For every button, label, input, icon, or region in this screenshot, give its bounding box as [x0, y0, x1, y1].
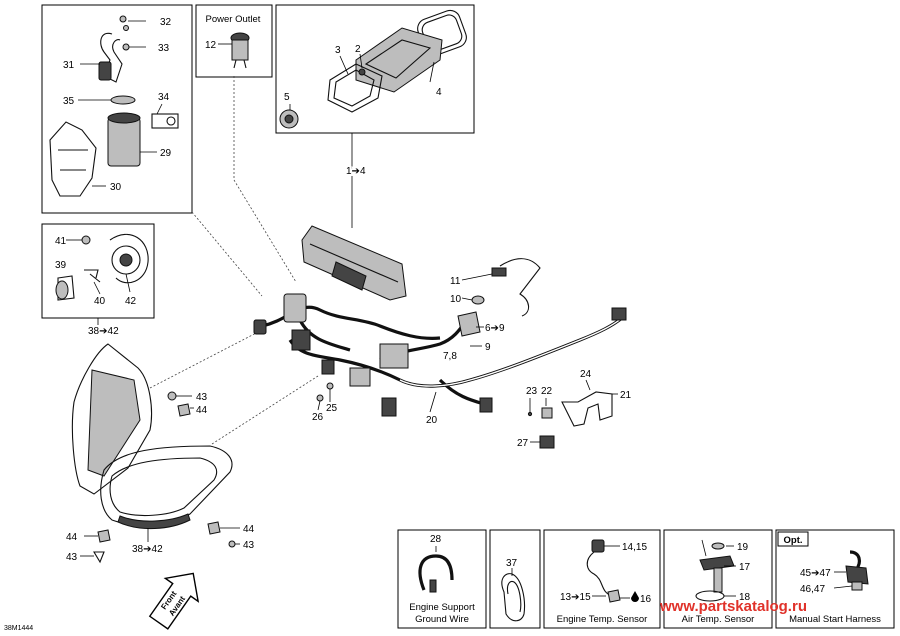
opt-label: Opt. — [784, 535, 803, 546]
callout-23: 23 — [526, 386, 538, 397]
callout-7-8: 7,8 — [443, 351, 457, 362]
air-temp-sensor-caption: Air Temp. Sensor — [682, 614, 755, 625]
callout-6-to-9: 6➔9 — [485, 323, 505, 334]
callout-29: 29 — [160, 148, 172, 159]
callout-1-to-4: 1➔4 — [346, 166, 366, 177]
box-harness-relay — [41, 4, 193, 214]
engine-temp-sensor-caption: Engine Temp. Sensor — [557, 614, 648, 625]
box-air-temp — [663, 529, 773, 629]
callout-14-15: 14,15 — [622, 542, 647, 553]
box-ground-wire — [397, 529, 487, 629]
callout-25: 25 — [326, 403, 338, 414]
callout-44-bl: 44 — [66, 532, 78, 543]
callout-22: 22 — [541, 386, 553, 397]
box-engine-temp — [543, 529, 661, 629]
callout-34: 34 — [158, 92, 170, 103]
callout-18: 18 — [739, 592, 751, 603]
manual-start-harness-part — [833, 550, 869, 591]
callout-21: 21 — [620, 390, 632, 401]
dashed-leader-headlamp-top — [149, 329, 263, 389]
dashed-leader-power — [233, 76, 297, 283]
callout-38-to-42-top: 38➔42 — [88, 326, 119, 337]
callout-4: 4 — [436, 87, 442, 98]
part-37 — [501, 568, 526, 622]
callout-5: 5 — [284, 92, 290, 103]
ground-wire-caption-1: Engine Support — [409, 602, 475, 613]
callout-35: 35 — [63, 96, 75, 107]
drawing-code: 38M1444 — [4, 625, 33, 632]
opt-box — [777, 531, 809, 547]
callout-2: 2 — [355, 44, 361, 55]
callout-24: 24 — [580, 369, 592, 380]
callout-11: 11 — [450, 276, 461, 287]
callout-20: 20 — [426, 415, 438, 426]
callout-32: 32 — [160, 17, 172, 28]
callout-44-top: 44 — [196, 405, 208, 416]
callout-44-br: 44 — [243, 524, 255, 535]
ground-wire-part — [418, 546, 454, 593]
manual-start-harness-caption: Manual Start Harness — [789, 614, 881, 625]
ground-wire-caption-2: Ground Wire — [415, 614, 469, 625]
callout-31: 31 — [63, 60, 75, 71]
callout-45-to-47: 45➔47 — [800, 568, 831, 579]
callout-43-br: 43 — [243, 540, 255, 551]
callout-10: 10 — [450, 294, 462, 305]
callout-3: 3 — [335, 45, 341, 56]
relay-harness-group — [49, 15, 179, 197]
callout-17: 17 — [739, 562, 751, 573]
callout-12: 12 — [205, 40, 217, 51]
power-outlet-caption: Power Outlet — [206, 14, 261, 25]
box-manual-start — [775, 529, 895, 629]
callout-19: 19 — [737, 542, 749, 553]
front-direction-arrow: Front Avant — [148, 572, 200, 630]
box-37 — [489, 529, 541, 629]
callout-43-bl: 43 — [66, 552, 78, 563]
callout-41: 41 — [55, 236, 67, 247]
callout-40: 40 — [94, 296, 106, 307]
power-outlet-part — [218, 32, 250, 69]
callout-28: 28 — [430, 534, 442, 545]
bracket-group — [527, 379, 618, 449]
callout-33: 33 — [158, 43, 170, 54]
engine-temp-sensor-part — [586, 539, 639, 603]
dashed-leader-headlamp-bot — [211, 375, 319, 445]
callout-13-to-15: 13➔15 — [560, 592, 591, 603]
callout-39: 39 — [55, 260, 67, 271]
headlamp-bulb-parts — [55, 234, 149, 301]
callout-37: 37 — [506, 558, 518, 569]
callout-38-to-42-bot: 38➔42 — [132, 544, 163, 555]
callout-30: 30 — [110, 182, 122, 193]
headlamp-assembly — [71, 343, 233, 530]
dashed-leader-relay — [191, 211, 263, 297]
callout-43-top: 43 — [196, 392, 208, 403]
callout-26: 26 — [312, 412, 324, 423]
main-harness-assembly — [253, 225, 627, 417]
callout-16: 16 — [640, 594, 652, 605]
watermark: www.partskatalog.ru — [659, 598, 807, 615]
instrument-cluster-parts — [279, 9, 467, 129]
callout-27: 27 — [517, 438, 529, 449]
box-instrument-cluster — [275, 4, 475, 134]
callout-42: 42 — [125, 296, 137, 307]
callout-46-47: 46,47 — [800, 584, 825, 595]
air-temp-sensor-part — [695, 539, 736, 602]
callout-9: 9 — [485, 342, 491, 353]
